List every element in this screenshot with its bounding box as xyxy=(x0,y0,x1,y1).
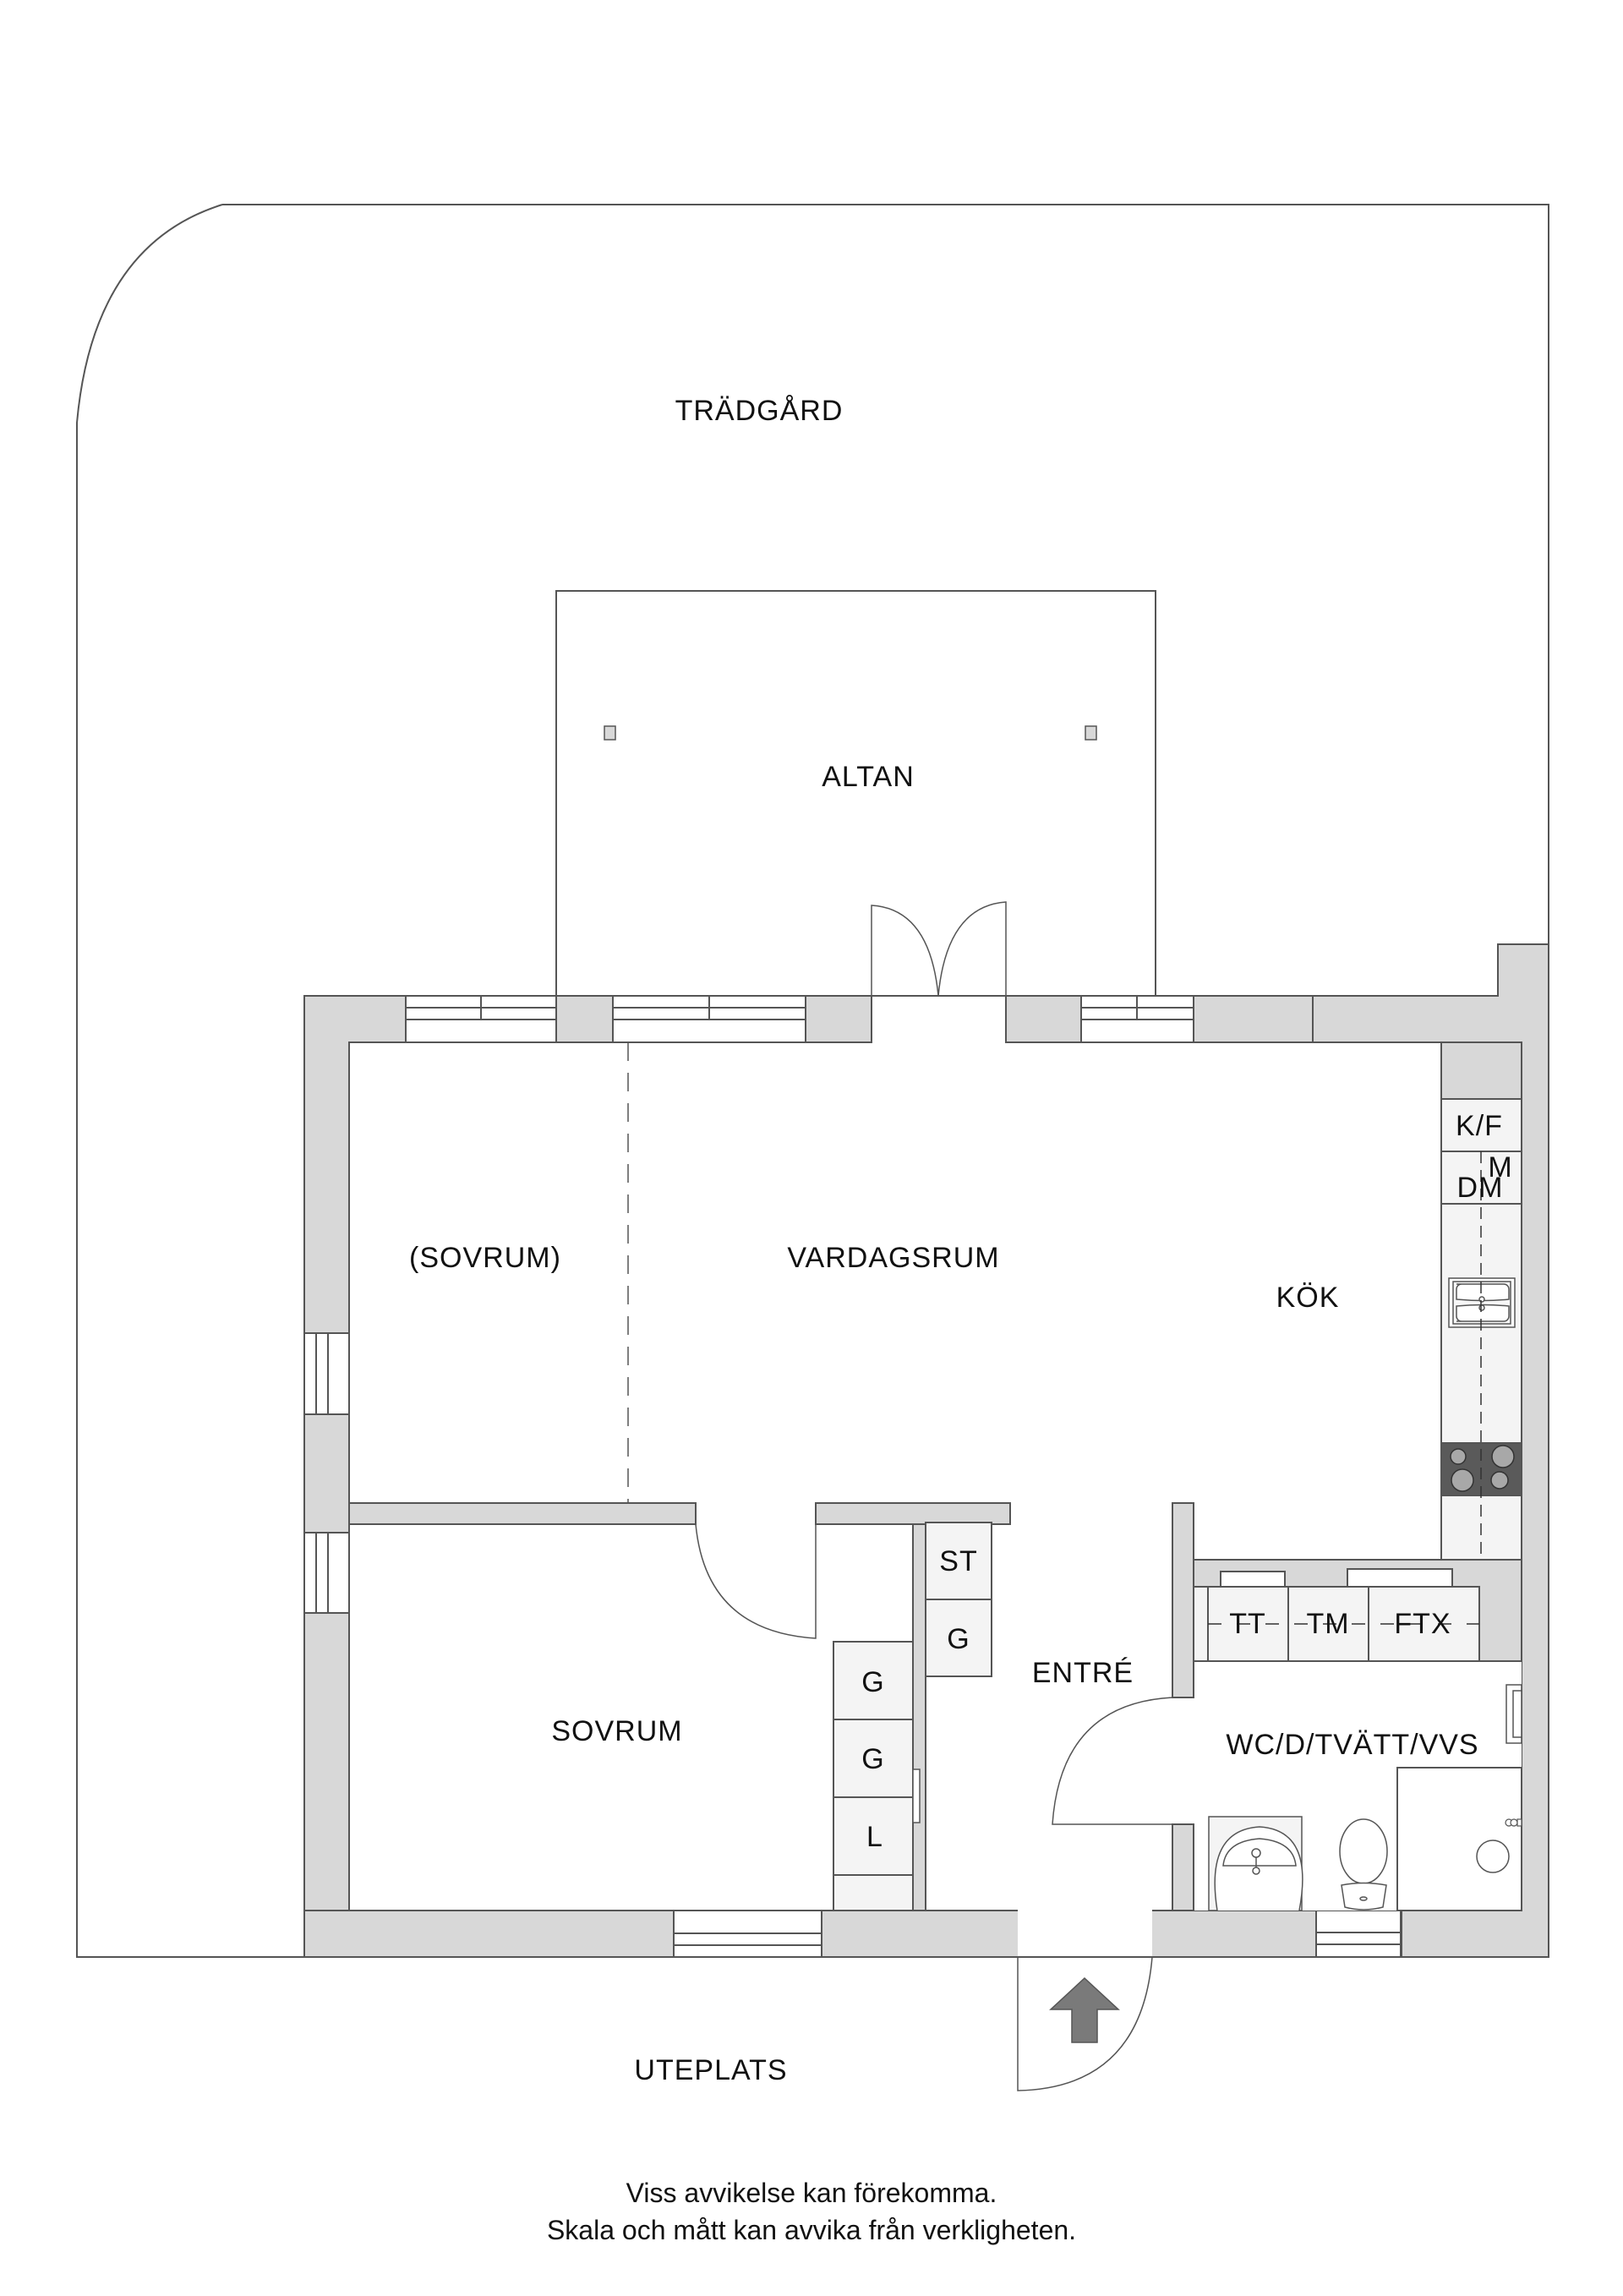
label-garden: TRÄDGÅRD xyxy=(675,395,844,427)
wardrobe-1 xyxy=(833,1641,914,1720)
label-bedroom-optional: (SOVRUM) xyxy=(409,1242,561,1274)
entrance-arrow-icon xyxy=(1049,1976,1120,2043)
wall-pier xyxy=(1005,995,1082,1043)
kitchen-wall-backing xyxy=(1440,1041,1522,1100)
linen-closet xyxy=(833,1796,914,1876)
label-patio: UTEPLATS xyxy=(634,2054,787,2086)
label-bathroom: WC/D/TVÄTT/VVS xyxy=(1226,1729,1478,1761)
entrance-door[interactable] xyxy=(1017,1956,1153,2091)
wardrobe-entry xyxy=(925,1599,992,1677)
wall-interior-bedrooms xyxy=(348,1502,697,1525)
garden-outline xyxy=(76,204,1549,1958)
shoe-cabinet xyxy=(925,1522,992,1600)
entrance-opening xyxy=(1018,1910,1152,1958)
disclaimer-line-1: Viss avvikelse kan förekomma. xyxy=(626,2178,997,2208)
label-washer: TM xyxy=(1306,1608,1349,1640)
label-living-room: VARDAGSRUM xyxy=(787,1242,999,1274)
shower-drain-icon xyxy=(1476,1840,1510,1873)
ftx-top xyxy=(1347,1568,1453,1588)
bedroom-door[interactable] xyxy=(695,1523,817,1639)
window-bottom-1 xyxy=(673,1910,822,1958)
label-dishwasher: DM xyxy=(1457,1172,1504,1204)
kitchen-floor xyxy=(1194,1043,1441,1560)
window-top-1 xyxy=(405,995,557,1043)
label-ventilation: FTX xyxy=(1394,1608,1451,1640)
shower-area xyxy=(1396,1767,1522,1911)
label-dryer: TT xyxy=(1229,1608,1266,1640)
window-top-2 xyxy=(612,995,806,1043)
label-fridge-freezer: K/F xyxy=(1456,1110,1503,1142)
shower-mixer-icon xyxy=(1505,1818,1522,1827)
bathroom-door[interactable] xyxy=(1052,1697,1173,1825)
wall-pier xyxy=(805,995,872,1043)
wall-pier xyxy=(555,995,614,1043)
label-deck: ALTAN xyxy=(822,761,915,793)
wardrobe-2 xyxy=(833,1719,914,1798)
door-opening-deck xyxy=(872,996,1006,1043)
label-microwave: M xyxy=(1488,1151,1512,1184)
label-wardrobe-1: G xyxy=(861,1666,884,1698)
window-top-3 xyxy=(1080,995,1194,1043)
wall-recess xyxy=(912,1768,921,1823)
window-left-1 xyxy=(303,1332,350,1415)
dryer-top xyxy=(1220,1571,1286,1588)
closet-bottom xyxy=(833,1874,914,1911)
label-bedroom: SOVRUM xyxy=(551,1715,682,1747)
deck-post xyxy=(1085,725,1097,741)
toilet-icon xyxy=(1339,1818,1388,1911)
deck-outline xyxy=(555,590,1156,996)
label-shoe-cabinet: ST xyxy=(939,1545,977,1577)
disclaimer-line-2: Skala och mått kan avvika från verklighe… xyxy=(546,2215,1077,2245)
wall-bathroom-left-upper xyxy=(1172,1502,1194,1698)
kitchen-sink-icon xyxy=(1448,1277,1516,1328)
label-entrance: ENTRÉ xyxy=(1032,1657,1134,1689)
deck-post xyxy=(604,725,616,741)
label-linen-closet: L xyxy=(866,1821,883,1853)
disclaimer: Viss avvikelse kan förekomma. Skala och … xyxy=(0,2174,1623,2249)
deck-double-door[interactable] xyxy=(871,901,1007,997)
label-kitchen: KÖK xyxy=(1276,1282,1340,1314)
washbasin-icon xyxy=(1208,1816,1303,1911)
wall-bathroom-left-lower xyxy=(1172,1823,1194,1911)
label-wardrobe-2: G xyxy=(861,1743,884,1775)
label-wardrobe-entry: G xyxy=(947,1623,970,1655)
fridge-freezer xyxy=(1440,1098,1522,1152)
window-left-2 xyxy=(303,1532,350,1614)
